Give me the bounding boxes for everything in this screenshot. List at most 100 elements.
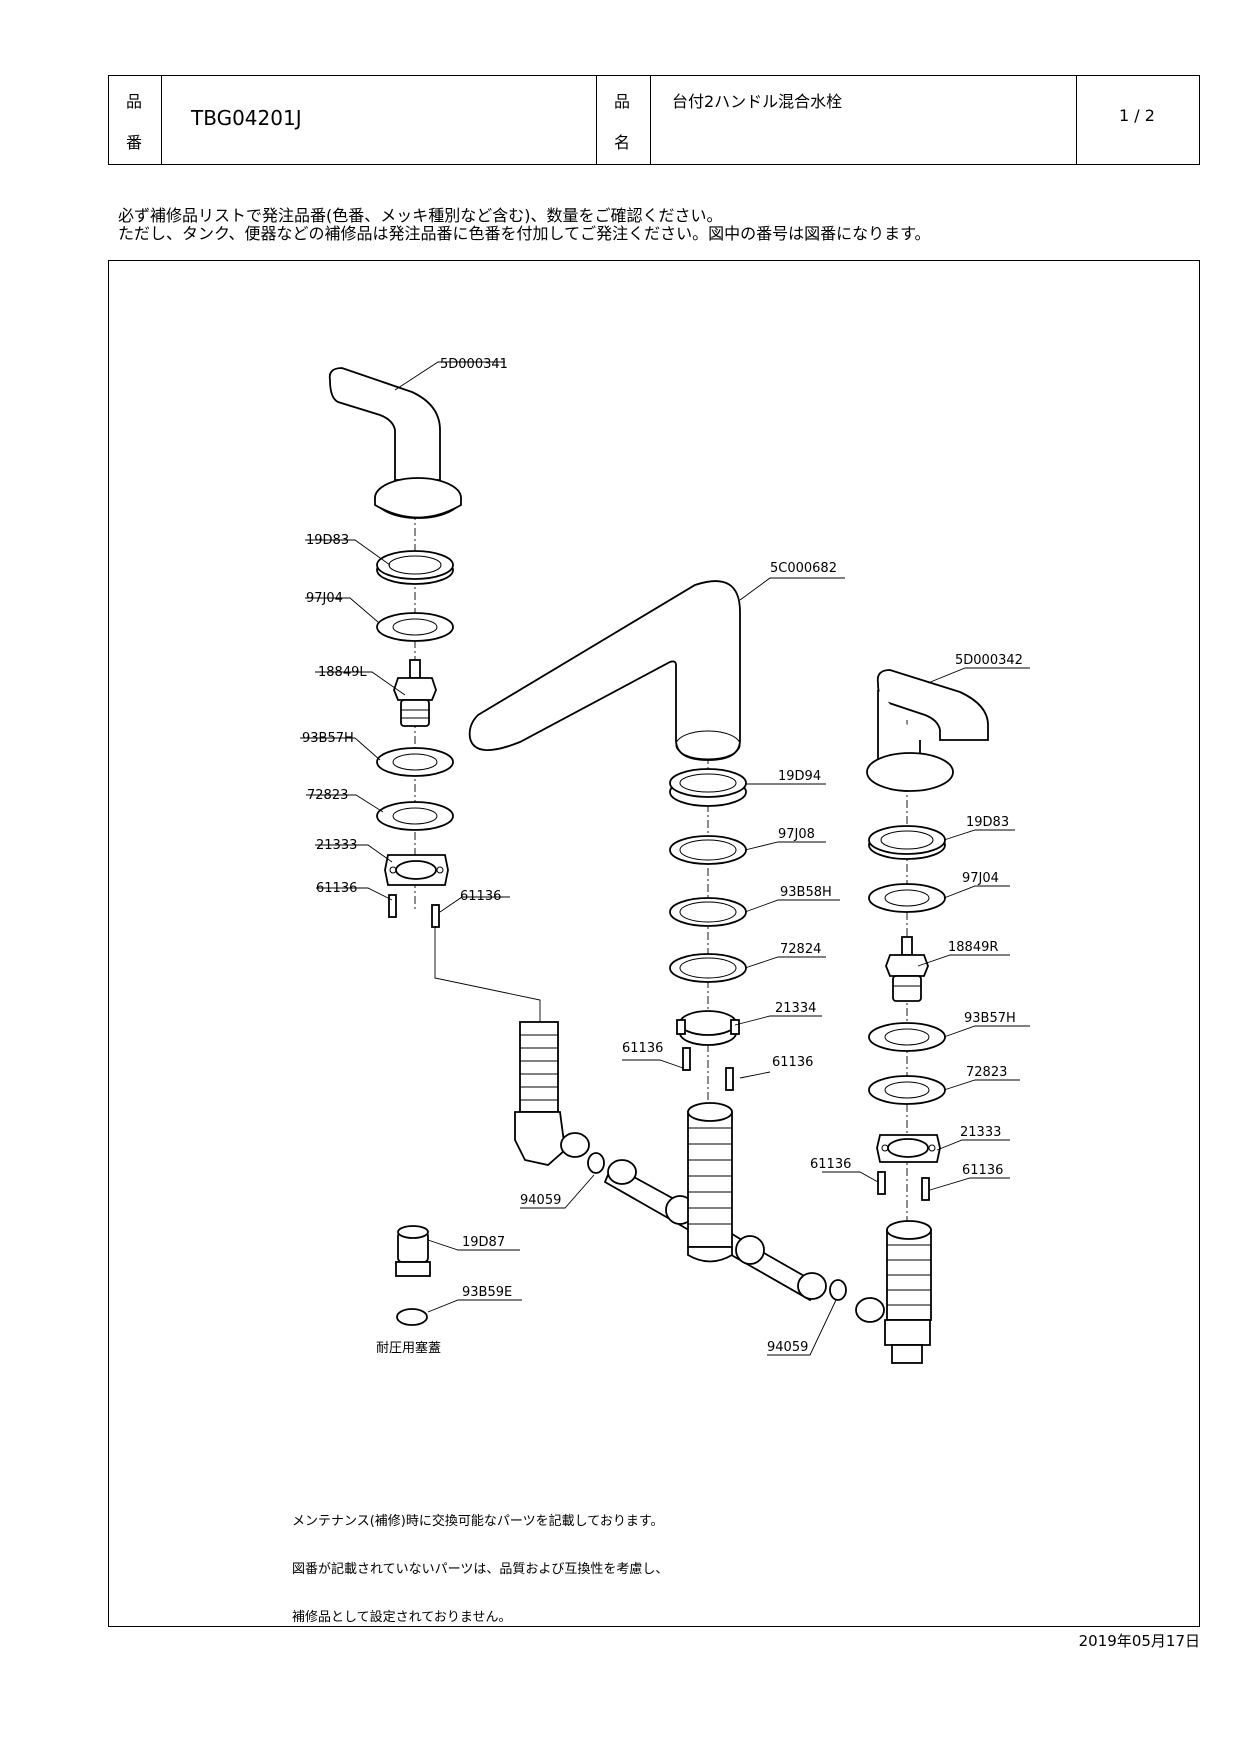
right-valve-body: [855, 1220, 932, 1364]
part-label-93B57H: 93B57H: [302, 731, 354, 746]
right-handle: [866, 669, 989, 792]
leader-line: [929, 1177, 1010, 1191]
leader-line: [315, 671, 406, 696]
part-label-19D83: 19D83: [966, 815, 1009, 830]
part-label-61136: 61136: [810, 1157, 851, 1172]
part-label-5C000682: 5C000682: [770, 561, 837, 576]
leader-line: [917, 954, 1010, 967]
leader-line: [767, 1299, 837, 1356]
leader-line: [520, 1174, 595, 1209]
leader-line: [936, 1139, 1010, 1151]
leader-line: [943, 1079, 1020, 1091]
maintenance-note-line-2: 図番が記載されていないパーツは、品質および互換性を考慮し、: [292, 1562, 669, 1577]
maintenance-note-line-1: メンテナンス(補修)時に交換可能なパーツを記載しております。: [292, 1514, 664, 1529]
hinmei-label-bottom: 名: [614, 133, 631, 152]
center-part-72824: [669, 953, 747, 983]
maintenance-note: メンテナンス(補修)時に交換可能なパーツを記載しております。 図番が記載されてい…: [292, 1482, 668, 1642]
leader-line: [744, 899, 840, 913]
leader-line: [943, 829, 1015, 841]
left-handle: [328, 367, 462, 519]
product-name: 台付2ハンドル混合水栓: [672, 92, 843, 111]
leader-line: [306, 794, 384, 813]
part-label-21334: 21334: [775, 1001, 816, 1016]
right-part-72823: [868, 1075, 946, 1105]
cap-caption: 耐圧用塞蓋: [376, 1340, 441, 1356]
part-label-21333: 21333: [960, 1125, 1001, 1140]
left-part-93B57H: [376, 747, 454, 777]
part-label-61136: 61136: [316, 881, 357, 896]
part-label-61136: 61136: [772, 1055, 813, 1070]
washer-94059-left: [587, 1152, 605, 1174]
product-code: TBG04201J: [191, 106, 302, 130]
right-part-19D83: [868, 825, 946, 860]
left-supply-line: [434, 915, 541, 1030]
center-screws-61136: [682, 1047, 734, 1091]
header-divider: [161, 76, 162, 164]
leader-line: [739, 1071, 771, 1079]
leader-line: [739, 577, 845, 601]
washer-94059-right: [829, 1279, 847, 1301]
spout: [468, 580, 741, 761]
left-screws-61136: [388, 894, 440, 928]
right-part-93B57H: [868, 1022, 946, 1052]
left-part-72823: [376, 801, 454, 831]
part-label-72823: 72823: [966, 1065, 1007, 1080]
part-label-5D000342: 5D000342: [955, 653, 1023, 668]
part-label-93B57H: 93B57H: [964, 1011, 1016, 1026]
header-table: 品 番 TBG04201J 品 名 台付2ハンドル混合水栓 1 / 2: [108, 75, 1200, 165]
left-part-97J04: [376, 612, 454, 642]
hinban-label-bottom: 番: [126, 133, 143, 152]
part-label-21333: 21333: [316, 838, 357, 853]
leader-line: [300, 737, 381, 761]
issue-date: 2019年05月17日: [1078, 1632, 1200, 1650]
leader-line: [744, 841, 826, 851]
header-divider: [650, 76, 651, 164]
part-label-94059: 94059: [520, 1193, 561, 1208]
part-label-19D94: 19D94: [778, 769, 821, 784]
leader-line: [305, 597, 379, 623]
leader-line: [822, 1171, 879, 1183]
drawing-frame: [108, 260, 1200, 1627]
notice-line-2: ただし、タンク、便器などの補修品は発注品番に色番を付加してご発注ください。図中の…: [118, 224, 931, 243]
leader-line: [943, 1025, 1030, 1038]
part-label-97J04: 97J04: [962, 871, 999, 886]
right-screws-61136: [877, 1171, 930, 1201]
part-label-97J04: 97J04: [306, 591, 343, 606]
hinmei-label-top: 品: [614, 92, 631, 111]
maintenance-note-line-3: 補修品として設定されておりません。: [292, 1610, 512, 1625]
part-label-72824: 72824: [780, 942, 821, 957]
cap-washer-93B59E: [396, 1308, 428, 1326]
left-valve-body: [514, 1021, 590, 1166]
leader-line: [744, 956, 826, 969]
part-label-18849R: 18849R: [948, 940, 998, 955]
right-part-18849R: [885, 936, 929, 1002]
leader-line: [943, 885, 1010, 899]
part-label-93B58H: 93B58H: [780, 885, 832, 900]
left-part-18849L: [393, 659, 437, 727]
part-label-18849L: 18849L: [318, 665, 367, 680]
part-label-19D87: 19D87: [462, 1235, 505, 1250]
part-label-61136: 61136: [460, 889, 501, 904]
part-label-97J08: 97J08: [778, 827, 815, 842]
left-part-21333: [384, 854, 449, 886]
part-label-61136: 61136: [962, 1163, 1003, 1178]
leader-line: [427, 1299, 522, 1313]
leader-line: [394, 361, 505, 391]
center-part-97J08: [669, 835, 747, 865]
leader-line: [427, 1239, 520, 1251]
left-part-19D83: [376, 550, 454, 585]
leader-line: [734, 1015, 822, 1026]
order-notice: 必ず補修品リストで発注品番(色番、メッキ種別など含む)、数量をご確認ください。 …: [118, 207, 930, 243]
header-divider: [1076, 76, 1077, 164]
part-label-61136: 61136: [622, 1041, 663, 1056]
part-label-93B59E: 93B59E: [462, 1285, 512, 1300]
right-part-97J04: [868, 883, 946, 913]
part-label-5D000341: 5D000341: [440, 357, 508, 372]
part-label-19D83: 19D83: [306, 533, 349, 548]
leader-line: [315, 844, 393, 863]
leader-line: [305, 539, 391, 566]
leader-line: [927, 667, 1030, 684]
leader-line: [439, 896, 510, 913]
leader-line: [316, 887, 393, 901]
